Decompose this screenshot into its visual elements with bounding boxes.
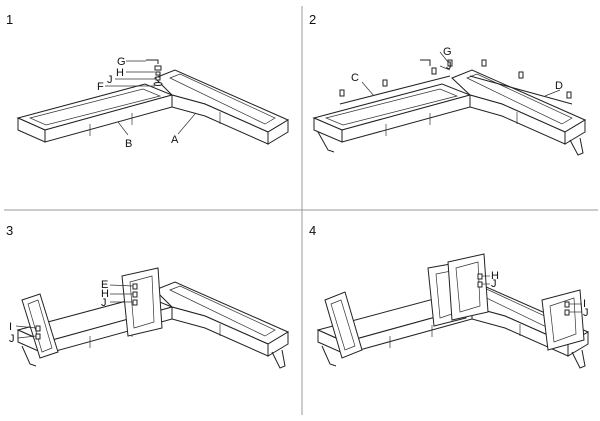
assembled-seats-2	[312, 69, 587, 156]
armrest-right-4	[541, 289, 585, 351]
step-3-illustration: E H J I J	[9, 267, 290, 369]
label-h: H	[116, 67, 124, 79]
label-h-4: H	[491, 270, 499, 282]
seat-a	[154, 69, 290, 145]
label-g-2: G	[443, 46, 452, 58]
step-1-number: 1	[6, 12, 13, 27]
label-j-4b: J	[583, 307, 589, 319]
hardware-stack-1	[146, 59, 163, 86]
label-d: D	[555, 80, 563, 92]
step-4-number: 4	[309, 223, 316, 238]
armrest-center-3	[121, 267, 163, 337]
label-g: G	[117, 56, 126, 68]
label-f: F	[97, 81, 104, 93]
bolts-3	[35, 283, 138, 340]
label-j: J	[107, 74, 113, 86]
seat-b	[16, 83, 174, 143]
bolts-2	[339, 59, 572, 99]
label-h-3: H	[101, 288, 109, 300]
label-i-3: I	[9, 321, 12, 333]
label-b: B	[125, 138, 132, 150]
label-j-2: J	[446, 60, 452, 72]
step-2-illustration: G J C D	[312, 46, 587, 156]
label-i-4: I	[583, 298, 586, 310]
label-c: C	[351, 72, 359, 84]
step-3-number: 3	[6, 223, 13, 238]
armrest-center-4b	[447, 253, 489, 321]
label-e-3: E	[101, 279, 108, 291]
label-j-3b: J	[9, 333, 15, 345]
bolts-4	[477, 273, 570, 316]
label-a: A	[171, 134, 179, 146]
label-j-3: J	[101, 297, 107, 309]
step-4-illustration: H J I J	[316, 253, 590, 369]
label-j-4: J	[491, 278, 497, 290]
step-2-number: 2	[309, 12, 316, 27]
armrest-left-4	[324, 291, 363, 359]
step-1-illustration: G H J F B A	[16, 56, 290, 150]
